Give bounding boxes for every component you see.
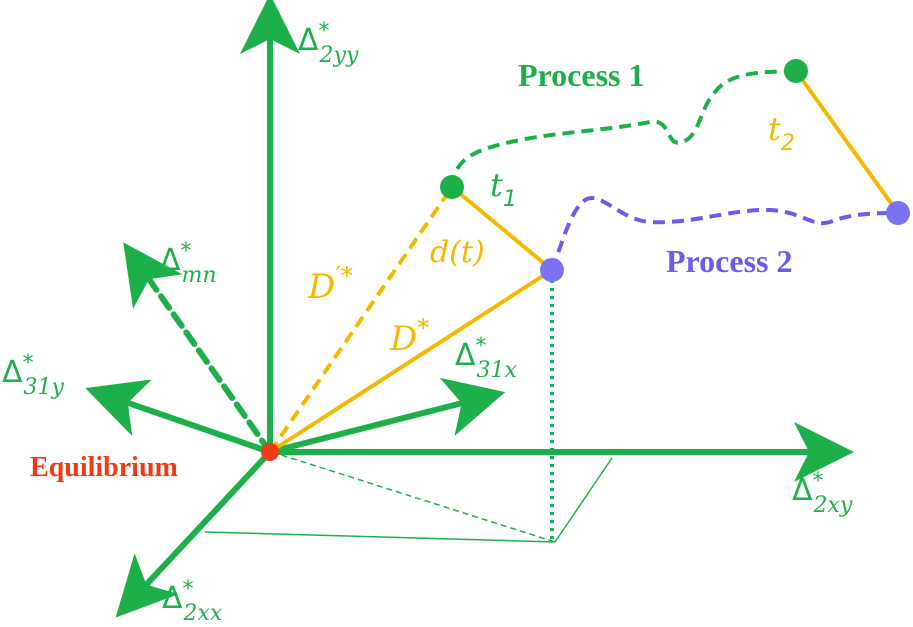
plane-right-edge (554, 457, 613, 543)
segment-dt (450, 185, 554, 272)
axis-d31x (267, 377, 506, 455)
point-process2-start (540, 258, 564, 282)
segment-t2 (794, 69, 900, 215)
label-equilibrium: Equilibrium (30, 452, 178, 483)
plane-front-edge (204, 531, 556, 543)
projection-plane (204, 451, 613, 543)
label-d-star: D* (389, 314, 429, 359)
label-d2xy: Δ*2xy (792, 469, 853, 518)
axis-dmn (123, 242, 273, 455)
point-process1-end (784, 59, 808, 83)
label-d2yy: Δ*2yy (298, 19, 359, 68)
process2-trajectory (550, 196, 899, 271)
projection-diagonal (271, 451, 556, 543)
label-d-prime-star: D′* (307, 262, 353, 307)
axis-d2xx (115, 449, 273, 618)
point-process2-end (886, 201, 910, 225)
label-process2: Process 2 (666, 243, 792, 279)
axes (85, 0, 854, 618)
process1-trajectory (450, 69, 797, 188)
label-d31y: Δ*31y (2, 351, 65, 400)
label-process1: Process 1 (518, 57, 644, 93)
equilibrium-point (261, 443, 279, 461)
axis-d31y (85, 379, 273, 455)
vector-d-prime-star (268, 185, 454, 454)
vector-d-star (268, 268, 554, 454)
label-d2xx: Δ*2xx (162, 577, 223, 626)
point-t1 (440, 175, 464, 199)
label-d31x: Δ*31x (455, 334, 518, 383)
label-t2: t2 (768, 110, 795, 156)
label-t1: t1 (490, 166, 517, 212)
label-dt: d(t) (430, 235, 485, 270)
label-dmn: Δ*mn (160, 239, 217, 288)
